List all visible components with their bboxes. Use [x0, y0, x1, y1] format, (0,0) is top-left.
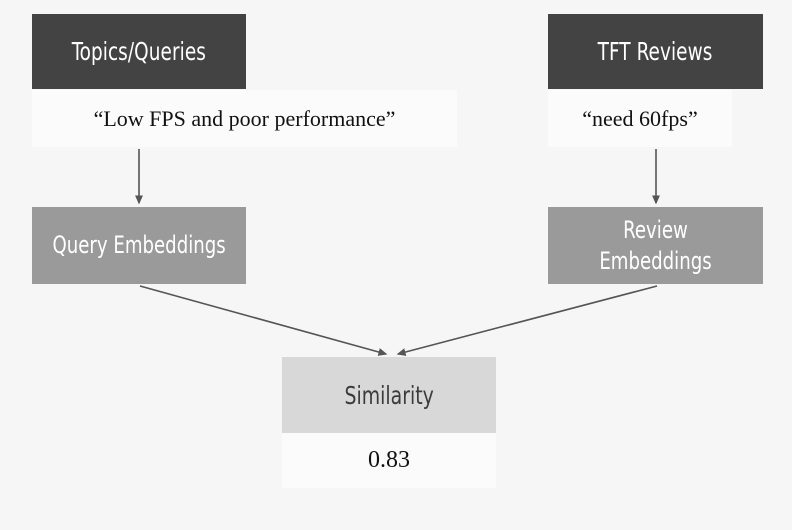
topics-queries-header: Topics/Queries	[32, 14, 246, 89]
review-quote-box: “need 60fps”	[548, 90, 732, 147]
review-embeddings-label: Review Embeddings	[599, 215, 712, 275]
edge-query-embeddings-to-similarity	[139, 285, 388, 356]
edge-review-embeddings-to-similarity	[396, 285, 658, 356]
review-embeddings-node: Review Embeddings	[548, 207, 763, 284]
similarity-value-box: 0.83	[282, 433, 496, 488]
tft-reviews-header-label: TFT Reviews	[598, 37, 713, 66]
query-quote-text: “Low FPS and poor performance”	[93, 105, 396, 131]
topics-queries-header-label: Topics/Queries	[71, 37, 207, 66]
query-embeddings-label: Query Embeddings	[52, 231, 226, 260]
similarity-header-label: Similarity	[344, 380, 434, 410]
tft-reviews-header: TFT Reviews	[548, 14, 763, 89]
similarity-value: 0.83	[368, 447, 410, 473]
query-quote-box: “Low FPS and poor performance”	[32, 90, 457, 147]
query-embeddings-node: Query Embeddings	[32, 207, 246, 284]
review-quote-text: “need 60fps”	[582, 105, 698, 131]
similarity-header: Similarity	[282, 357, 496, 433]
